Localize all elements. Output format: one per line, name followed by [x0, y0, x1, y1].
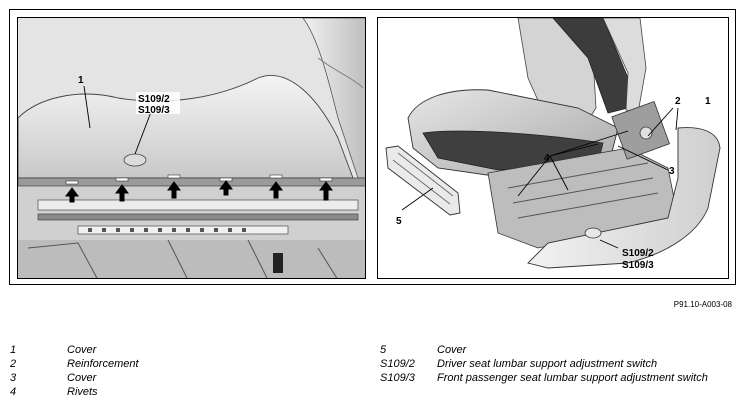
callout-right-s109-3: S109/3: [622, 260, 654, 271]
figure-reference-code: P91.10-A003-08: [673, 300, 732, 309]
legend-item: S109/2 Driver seat lumbar support adjustm…: [380, 357, 708, 371]
legend-item: 2 Reinforcement: [10, 357, 139, 371]
legend-item: S109/3 Front passenger seat lumbar suppor…: [380, 371, 708, 385]
callout-s109-3: S109/3: [138, 105, 170, 116]
legend-item: 4 Rivets: [10, 385, 139, 399]
callout-3: 3: [669, 166, 675, 177]
left-detail-illustration: 1 S109/2 S109/3: [18, 18, 365, 278]
callout-2: 2: [675, 96, 681, 107]
side-cover-shape: [527, 127, 721, 269]
legend-number: 5: [380, 344, 387, 356]
left-detail-panel: 1 S109/2 S109/3: [17, 17, 366, 279]
legend-number: 1: [10, 344, 17, 356]
legend-text: Front passenger seat lumbar support adju…: [437, 372, 708, 384]
legend-text: Driver seat lumbar support adjustment sw…: [437, 358, 658, 370]
legend-item: 1 Cover: [10, 343, 139, 357]
seat-overview-illustration: 2 1 3 4 5 S109/2 S109/3: [385, 18, 721, 271]
legend-right: 5 Cover S109/2 Driver seat lumbar support …: [380, 343, 708, 385]
legend-text: Reinforcement: [67, 358, 139, 370]
rivet-arrows: [65, 174, 333, 203]
legend-text: Rivets: [67, 386, 98, 398]
legend-text: Cover: [437, 344, 467, 356]
legend-number: S109/3: [380, 372, 415, 384]
legend-number: 2: [10, 358, 17, 370]
legend-number: 4: [10, 386, 17, 398]
cover-shape: [18, 75, 354, 179]
callout-s109-2: S109/2: [138, 94, 170, 105]
callout-4: 4: [544, 153, 550, 164]
legend-text: Cover: [67, 372, 97, 384]
legend-item: 5 Cover: [380, 343, 708, 357]
callout-1-right: 1: [705, 96, 711, 107]
legend-item: 3 Cover: [10, 371, 139, 385]
callout-right-s109-2: S109/2: [622, 248, 654, 259]
legend-number: 3: [10, 372, 17, 384]
callout-1: 1: [78, 75, 84, 86]
side-switch-knob: [584, 227, 602, 239]
right-overview-panel: 2 1 3 4 5 S109/2 S109/3: [377, 17, 729, 279]
lumbar-switch-knob: [123, 153, 147, 167]
legend-text: Cover: [67, 344, 97, 356]
callout-5: 5: [396, 216, 402, 227]
legend-number: S109/2: [380, 358, 415, 370]
